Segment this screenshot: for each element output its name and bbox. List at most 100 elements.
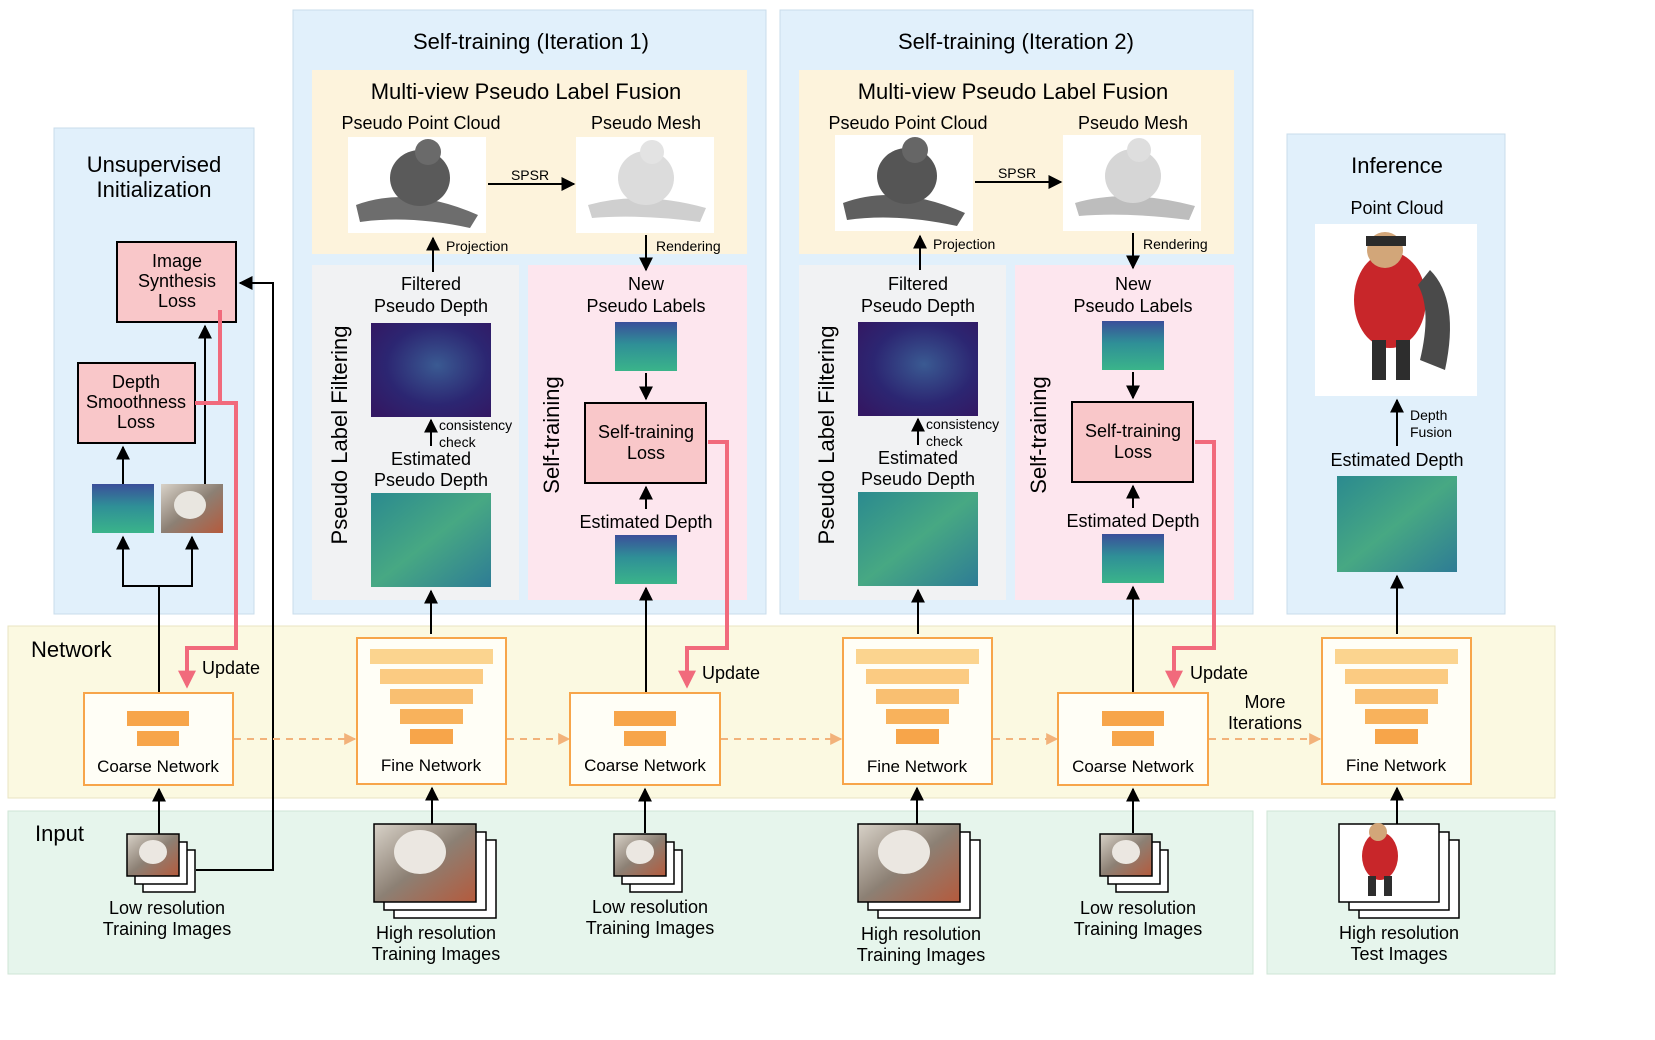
update-label-3: Update	[1190, 663, 1248, 683]
coarse-network-1-label: Coarse Network	[97, 757, 219, 776]
network-section: Network Update Update Update More Iterat…	[31, 637, 1472, 786]
estimated-depth2-label: Estimated Depth	[1066, 511, 1199, 531]
input-stack-6	[1338, 823, 1460, 919]
train1-section-label: Self-training	[539, 376, 564, 493]
fusion1-title: Multi-view Pseudo Label Fusion	[371, 79, 682, 104]
projection1-label: Projection	[446, 238, 508, 254]
loss2-line1: Self-training	[1085, 421, 1181, 441]
input-2-line1: High resolution	[376, 923, 496, 943]
iteration1-title: Self-training (Iteration 1)	[413, 29, 649, 54]
inference-section: Inference Point Cloud Depth Fusion Estim…	[1315, 153, 1477, 634]
train2-section-label: Self-training	[1026, 376, 1051, 493]
input-stack-1	[126, 833, 196, 893]
depth-loss-line3: Loss	[117, 412, 155, 432]
input-1-line2: Training Images	[103, 919, 231, 939]
consistency1-line2: check	[439, 434, 477, 450]
spsr2-label: SPSR	[998, 165, 1036, 181]
iteration2-title: Self-training (Iteration 2)	[898, 29, 1134, 54]
init-depth-thumb	[92, 484, 154, 533]
input-section: Input	[35, 786, 1460, 965]
init-section: Unsupervised Initialization Image Synthe…	[77, 152, 274, 871]
image-loss-line2: Synthesis	[138, 271, 216, 291]
depth-fusion-line1: Depth	[1410, 407, 1447, 423]
self-training-loss1-box	[584, 402, 707, 484]
input-3-line1: Low resolution	[592, 897, 708, 917]
input-stack-2	[373, 823, 497, 919]
estimated-pseudo2-line2: Pseudo Depth	[861, 469, 975, 489]
inference-title: Inference	[1351, 153, 1443, 178]
depth-loss-line2: Smoothness	[86, 392, 186, 412]
input-stack-5	[1099, 833, 1169, 893]
input-5-line2: Training Images	[1074, 919, 1202, 939]
input-5-line1: Low resolution	[1080, 898, 1196, 918]
input-6-line1: High resolution	[1339, 923, 1459, 943]
pseudo-mesh1-image	[576, 137, 714, 233]
input-3-line2: Training Images	[586, 918, 714, 938]
pseudo-mesh2-image	[1063, 135, 1201, 231]
inference-estimated-depth-label: Estimated Depth	[1330, 450, 1463, 470]
input-6-line2: Test Images	[1350, 944, 1447, 964]
loss1-line1: Self-training	[598, 422, 694, 442]
input-stack-4	[857, 823, 981, 919]
mesh2-label: Pseudo Mesh	[1078, 113, 1188, 133]
consistency2-line2: check	[926, 433, 964, 449]
coarse-network-2: Coarse Network	[569, 692, 721, 786]
fusion2-title: Multi-view Pseudo Label Fusion	[858, 79, 1169, 104]
input-4-line1: High resolution	[861, 924, 981, 944]
input-4-line2: Training Images	[857, 945, 985, 965]
fine-network-2-label: Fine Network	[867, 757, 968, 776]
depth-fusion-line2: Fusion	[1410, 424, 1452, 440]
new-labels1-line2: Pseudo Labels	[586, 296, 705, 316]
pseudo-point-cloud2-image	[835, 135, 973, 231]
depth-loss-line1: Depth	[112, 372, 160, 392]
input-band-label: Input	[35, 821, 84, 846]
rendering2-label: Rendering	[1143, 236, 1208, 252]
filter1-section-label: Pseudo Label Filtering	[327, 326, 352, 545]
point-cloud2-label: Pseudo Point Cloud	[828, 113, 987, 133]
consistency1-line1: consistency	[439, 417, 512, 433]
panels	[7, 9, 1556, 975]
new-labels1-image	[615, 322, 677, 371]
estimated-pseudo-depth2-image	[858, 492, 978, 586]
estimated-depth1-image	[615, 535, 677, 584]
mesh1-label: Pseudo Mesh	[591, 113, 701, 133]
filtered2-line2: Pseudo Depth	[861, 296, 975, 316]
fine-network-1: Fine Network	[356, 637, 507, 785]
image-synthesis-loss-box	[116, 241, 237, 323]
fine-network-3-label: Fine Network	[1346, 756, 1447, 775]
fine-network-3: Fine Network	[1321, 637, 1472, 785]
init-title: Unsupervised	[87, 152, 222, 177]
coarse-network-3: Coarse Network	[1057, 692, 1209, 786]
rendering1-label: Rendering	[656, 238, 721, 254]
new-labels2-line1: New	[1115, 274, 1152, 294]
estimated-depth1-label: Estimated Depth	[579, 512, 712, 532]
estimated-pseudo-depth1-image	[371, 493, 491, 587]
iteration2-section: Self-training (Iteration 2) Multi-view P…	[814, 29, 1216, 693]
image-loss-line3: Loss	[158, 291, 196, 311]
more-iterations-line2: Iterations	[1228, 713, 1302, 733]
input-stack-3	[613, 833, 683, 893]
new-labels2-line2: Pseudo Labels	[1073, 296, 1192, 316]
input-2-line2: Training Images	[372, 944, 500, 964]
fine-network-2: Fine Network	[842, 637, 993, 785]
coarse-network-3-label: Coarse Network	[1072, 757, 1194, 776]
update-label-1: Update	[202, 658, 260, 678]
network-band-label: Network	[31, 637, 113, 662]
estimated-depth2-image	[1102, 534, 1164, 583]
coarse-network-1: Coarse Network	[83, 692, 234, 786]
pseudo-point-cloud1-image	[348, 137, 486, 233]
self-training-loss2-box	[1071, 401, 1194, 483]
filter2-section-label: Pseudo Label Filtering	[814, 326, 839, 545]
estimated-pseudo2-line1: Estimated	[878, 448, 958, 468]
input-1-line1: Low resolution	[109, 898, 225, 918]
filtered2-line1: Filtered	[888, 274, 948, 294]
new-labels1-line1: New	[628, 274, 665, 294]
estimated-pseudo1-line1: Estimated	[391, 449, 471, 469]
loss2-line2: Loss	[1114, 442, 1152, 462]
init-title-2: Initialization	[97, 177, 212, 202]
init-image-thumb	[161, 484, 223, 533]
depth-smoothness-loss-box	[77, 362, 196, 444]
new-labels2-image	[1102, 321, 1164, 370]
filtered1-line1: Filtered	[401, 274, 461, 294]
loss1-line2: Loss	[627, 443, 665, 463]
